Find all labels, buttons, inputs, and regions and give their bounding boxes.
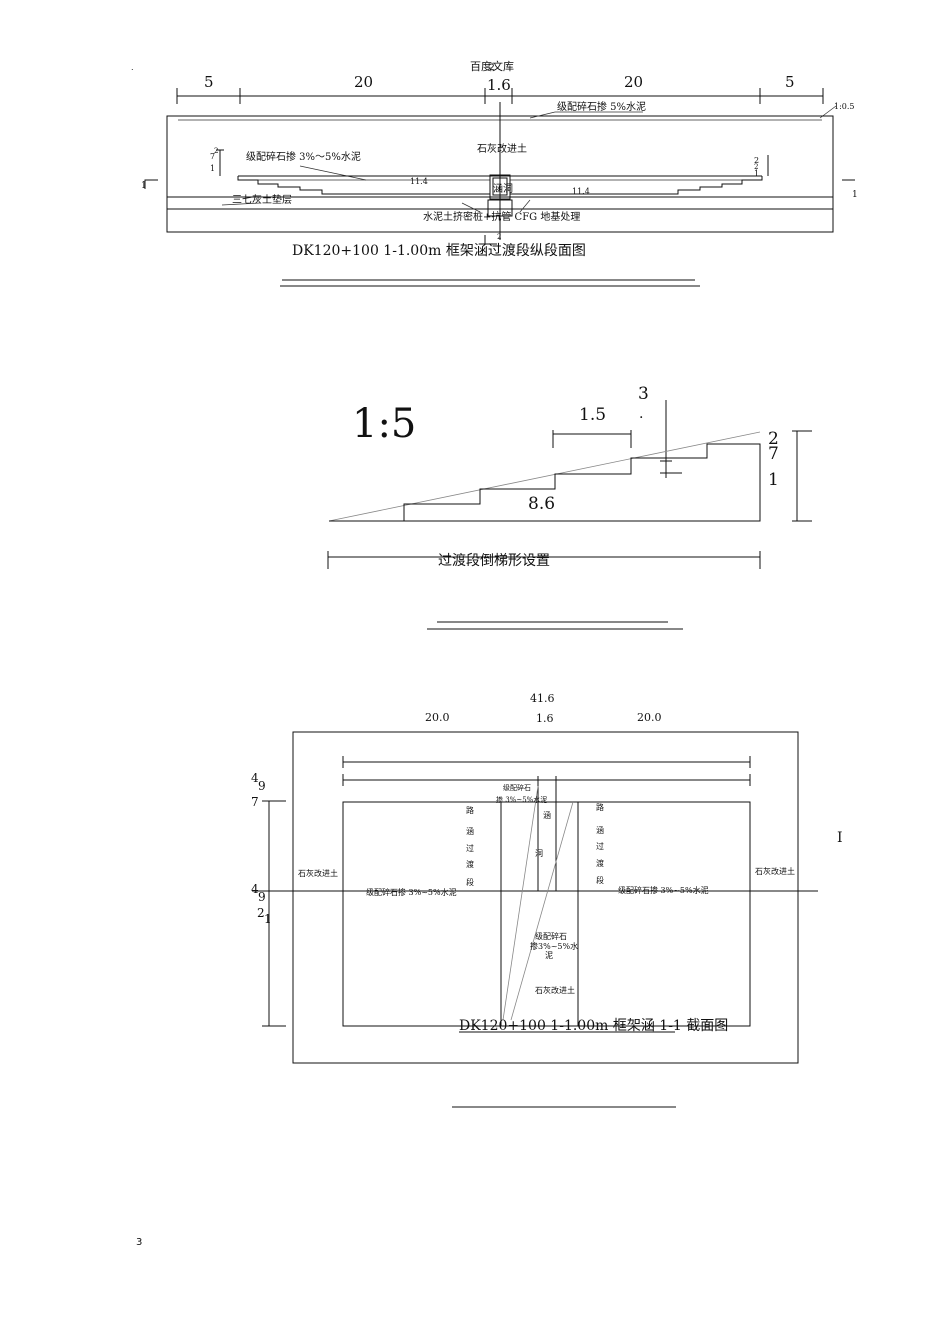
cross-section-drawing: 41.6 20.0 1.6 20.0 4 9 7 4 9 2 1 [251, 692, 843, 1108]
top-dot: . [639, 406, 643, 422]
right-dim-1: 2 [754, 163, 758, 171]
culvert-1: 洞 [535, 848, 543, 858]
culvert-label: 涵洞 [493, 183, 513, 195]
dim-total: 41.6 [530, 692, 555, 705]
left-dim-mid-2: 2 [257, 906, 265, 920]
label-gravel-5: 级配碎石掺 5%水泥 [557, 100, 646, 113]
road-right-4: 段 [596, 875, 604, 885]
section-mark-right: 1 [852, 190, 858, 200]
left-dim-top-2: 7 [251, 795, 259, 809]
drawing2-title: 过渡段倒梯形设置 [438, 553, 550, 569]
section-mark-left: 1 [141, 181, 147, 191]
lime-center: 石灰改进土 [535, 985, 575, 995]
page-number-bottom: 3 [136, 1237, 142, 1248]
drawing1-title: DK120+100 1-1.00m 框架涵过渡段纵段面图 [292, 243, 586, 259]
road-left-2: 过 [466, 843, 474, 853]
road-right-2: 过 [596, 841, 604, 851]
top-num: 3 [638, 384, 649, 404]
left-dim-mid-1: 9 [258, 890, 266, 904]
gravel-center-0: 级配碎石 [535, 931, 567, 941]
label-gravel-3-5: 级配碎石掺 3%～5%水泥 [246, 150, 361, 163]
label-37-lime: 三七灰土垫层 [232, 193, 292, 206]
label-lime-soil: 石灰改进土 [477, 142, 527, 155]
road-left-4: 段 [466, 877, 474, 887]
dim-center: 1.6 [536, 712, 554, 725]
left-dim-1: 2 [214, 147, 218, 155]
dim-left: 20.0 [425, 711, 450, 724]
right-dim-a: 2 [768, 429, 779, 449]
dim-top-3: 20 [624, 73, 643, 91]
page-number-top: 2 [489, 63, 495, 73]
len-left: 11.4 [410, 177, 428, 186]
gravel-top-0: 级配碎石 [503, 783, 531, 792]
right-mark: I [837, 830, 843, 846]
right-dim-c: 1 [768, 470, 779, 490]
gravel-center-2: 泥 [545, 951, 553, 960]
watermark-text: 百度文库 [470, 59, 514, 73]
step-width: 1.5 [579, 405, 606, 425]
gravel-left: 级配碎石掺 3%~5%水泥 [366, 887, 457, 897]
dim-top-2: 1.6 [487, 76, 511, 94]
road-left-3: 渡 [466, 859, 474, 869]
dim-top-1: 20 [354, 73, 373, 91]
lime-right: 石灰改进土 [755, 866, 795, 876]
right-dim-0: 2 [754, 156, 759, 165]
base-len: 8.6 [528, 494, 555, 514]
road-left-0: 路 [466, 805, 474, 815]
len-right: 11.4 [572, 187, 590, 196]
left-dim-mid-3: 1 [264, 912, 272, 926]
corner-dot: . [131, 63, 134, 72]
left-dim-top-1: 9 [258, 779, 266, 793]
label-pile: 水泥土挤密桩+抗管 CFG 地基处理 [423, 210, 580, 223]
dim-top-4: 5 [785, 73, 795, 91]
left-dim-top-0: 4 [251, 771, 259, 785]
gravel-top-1: 掺 3%~5%水泥 [496, 795, 547, 804]
lime-left: 石灰改进土 [298, 868, 338, 878]
drawing3-title: DK120+100 1-1.00m 框架涵 1-1 截面图 [459, 1018, 728, 1034]
longitudinal-section-drawing: 5 20 1.6 20 5 1:0.5 级配碎石掺 5%水泥 石灰改进土 级配碎… [141, 73, 858, 287]
left-dim-mid-0: 4 [251, 882, 259, 896]
slope-ratio: 1:5 [352, 401, 416, 447]
road-right-0: 路 [596, 802, 604, 812]
road-left-1: 涵 [466, 827, 474, 836]
road-right-3: 渡 [596, 858, 604, 868]
inverted-trapezoid-drawing: 1:5 1.5 3 . 8.6 2 7 1 过渡段倒梯形设置 [327, 384, 812, 630]
left-dim-0: 7 [210, 152, 215, 161]
dim-top-0: 5 [204, 73, 214, 91]
right-dim-2: 1 [754, 169, 759, 178]
gravel-center-1: 掺3%~5%水 [530, 941, 578, 951]
road-right-1: 涵 [596, 826, 604, 835]
gravel-right: 级配碎石掺 3%~5%水泥 [618, 885, 709, 895]
slope-label: 1:0.5 [834, 102, 855, 111]
culvert-0: 涵 [543, 811, 551, 820]
left-dim-2: 1 [210, 164, 215, 173]
dim-right: 20.0 [637, 711, 662, 724]
right-dim-b: 7 [768, 444, 779, 464]
center-mark: 2 [497, 233, 501, 241]
